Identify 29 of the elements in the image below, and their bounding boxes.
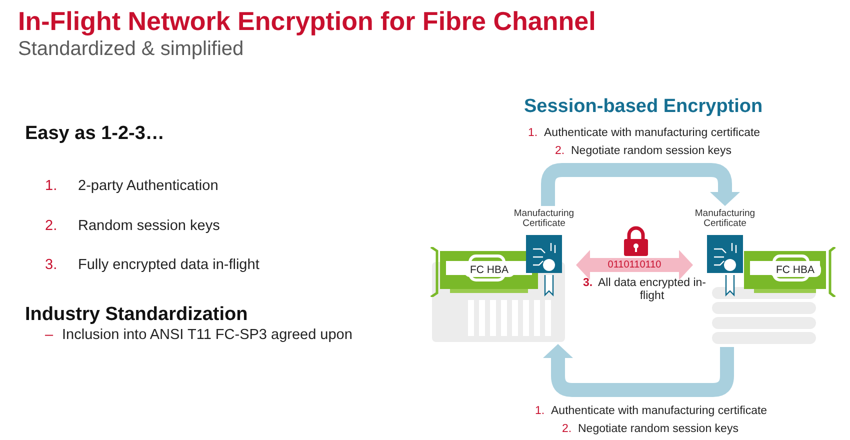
list-number: 1. — [45, 178, 58, 195]
list-text: Authenticate with manufacturing certificate — [544, 127, 760, 140]
list-text: Random session keys — [78, 218, 220, 235]
arrow — [576, 250, 693, 280]
subtitle: Standardized & simplified — [18, 38, 244, 61]
list-text: Negotiate random session keys — [578, 423, 738, 436]
list-number: 2. — [45, 218, 58, 235]
bullet-dash: – — [45, 327, 54, 344]
list-number: 1. — [528, 127, 538, 140]
list-number: 3. — [45, 257, 58, 274]
edge-label: 0110110110 — [606, 260, 664, 270]
section-heading: Industry Standardization — [25, 304, 248, 326]
list-text: Inclusion into ANSI T11 FC-SP3 agreed upon — [62, 327, 352, 344]
certificate-caption: Manufacturing Certificate — [694, 207, 756, 232]
section-heading: Session-based Encryption — [524, 96, 763, 118]
certificate-caption: Manufacturing Certificate — [512, 207, 576, 232]
slide-title: In-Flight Network Encryption for Fibre Channel — [18, 6, 596, 37]
card-label: FC HBA — [770, 263, 821, 277]
list-number: 2. — [562, 423, 572, 436]
list-number: 2. — [555, 145, 565, 158]
list-text: Fully encrypted data in-flight — [78, 257, 260, 274]
list-number: 3. — [583, 277, 593, 290]
list-text: All data encrypted in-flight — [596, 277, 708, 304]
card-label: FC HBA — [464, 263, 515, 277]
list-number: 1. — [535, 405, 545, 418]
list-text: Negotiate random session keys — [571, 145, 732, 158]
list-text: Authenticate with manufacturing certificate — [551, 405, 768, 418]
list-text: 2-party Authentication — [78, 178, 218, 195]
section-heading: Easy as 1-2-3… — [25, 123, 164, 145]
